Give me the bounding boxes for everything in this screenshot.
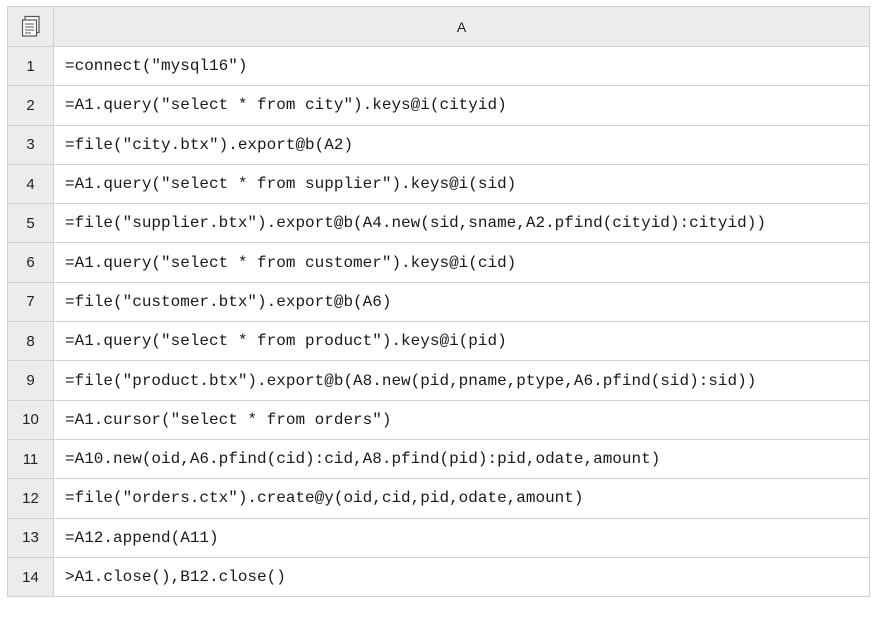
row-header[interactable]: 6 — [7, 242, 54, 283]
grid-row: 1=connect("mysql16") — [7, 45, 870, 87]
grid-row: 6=A1.query("select * from customer").key… — [7, 242, 870, 283]
grid-row: 10=A1.cursor("select * from orders") — [7, 399, 870, 440]
code-cell[interactable]: =file("supplier.btx").export@b(A4.new(si… — [53, 203, 870, 244]
row-header[interactable]: 4 — [7, 163, 54, 205]
code-cell[interactable]: =file("orders.ctx").create@y(oid,cid,pid… — [53, 478, 870, 519]
grid-row: 11=A10.new(oid,A6.pfind(cid):cid,A8.pfin… — [7, 438, 870, 480]
code-cell[interactable]: =A10.new(oid,A6.pfind(cid):cid,A8.pfind(… — [53, 438, 870, 480]
row-header[interactable]: 14 — [7, 556, 54, 598]
grid-row: 5=file("supplier.btx").export@b(A4.new(s… — [7, 203, 870, 244]
code-cell[interactable]: >A1.close(),B12.close() — [53, 556, 870, 598]
row-header[interactable]: 7 — [7, 281, 54, 323]
row-header[interactable]: 2 — [7, 85, 54, 126]
code-cell[interactable]: =A1.query("select * from product").keys@… — [53, 321, 870, 362]
grid-row: 13=A12.append(A11) — [7, 517, 870, 558]
copy-pages-icon — [21, 15, 40, 37]
code-cell[interactable]: =A1.query("select * from city").keys@i(c… — [53, 85, 870, 126]
row-header[interactable]: 5 — [7, 203, 54, 244]
row-header[interactable]: 1 — [7, 45, 54, 87]
grid-row: 4=A1.query("select * from supplier").key… — [7, 163, 870, 205]
row-header[interactable]: 13 — [7, 517, 54, 558]
row-header[interactable]: 3 — [7, 124, 54, 165]
header-row: A — [7, 6, 870, 47]
row-header[interactable]: 8 — [7, 321, 54, 362]
grid-row: 7=file("customer.btx").export@b(A6) — [7, 281, 870, 323]
row-header[interactable]: 10 — [7, 399, 54, 440]
grid-row: 3=file("city.btx").export@b(A2) — [7, 124, 870, 165]
row-header[interactable]: 11 — [7, 438, 54, 480]
row-header[interactable]: 9 — [7, 360, 54, 401]
spreadsheet-grid: A 1=connect("mysql16")2=A1.query("select… — [7, 6, 870, 598]
select-all-corner[interactable] — [7, 6, 54, 47]
column-header-a[interactable]: A — [53, 6, 870, 47]
code-cell[interactable]: =A1.query("select * from supplier").keys… — [53, 163, 870, 205]
code-cell[interactable]: =A12.append(A11) — [53, 517, 870, 558]
grid-row: 2=A1.query("select * from city").keys@i(… — [7, 85, 870, 126]
grid-row: 8=A1.query("select * from product").keys… — [7, 321, 870, 362]
code-cell[interactable]: =A1.cursor("select * from orders") — [53, 399, 870, 440]
code-cell[interactable]: =file("city.btx").export@b(A2) — [53, 124, 870, 165]
code-cell[interactable]: =file("product.btx").export@b(A8.new(pid… — [53, 360, 870, 401]
code-cell[interactable]: =connect("mysql16") — [53, 45, 870, 87]
grid-row: 14>A1.close(),B12.close() — [7, 556, 870, 598]
grid-row: 12=file("orders.ctx").create@y(oid,cid,p… — [7, 478, 870, 519]
grid-row: 9=file("product.btx").export@b(A8.new(pi… — [7, 360, 870, 401]
row-header[interactable]: 12 — [7, 478, 54, 519]
code-cell[interactable]: =file("customer.btx").export@b(A6) — [53, 281, 870, 323]
code-cell[interactable]: =A1.query("select * from customer").keys… — [53, 242, 870, 283]
